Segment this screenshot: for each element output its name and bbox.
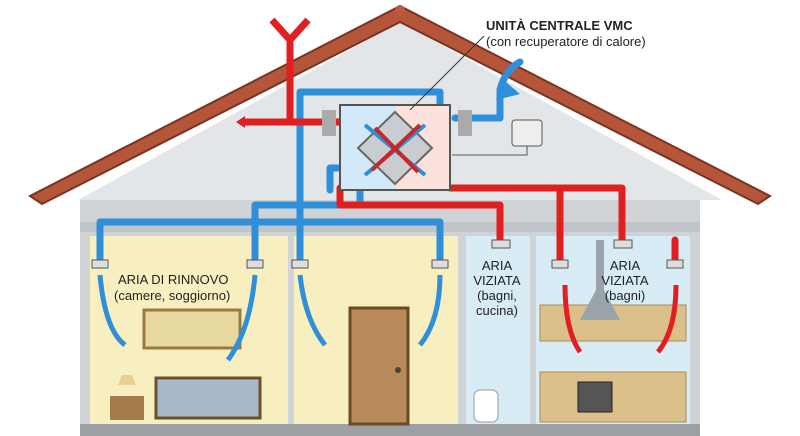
- vmc-unit: [339, 104, 451, 191]
- label-stale-bath-1: ARIA: [610, 258, 641, 273]
- ceiling-beam: [80, 222, 700, 232]
- label-stale-4: cucina): [476, 303, 518, 318]
- vents: [91, 239, 684, 269]
- kitchen-lower-cabinets: [539, 371, 687, 423]
- nightstand: [110, 396, 144, 420]
- bed: [154, 376, 262, 420]
- label-stale-1: ARIA: [482, 258, 513, 273]
- toilet: [473, 389, 499, 423]
- door-handle: [395, 367, 401, 373]
- fresh-air-ducts: [96, 58, 524, 266]
- label-stale-2: VIZIATA: [473, 273, 521, 288]
- thermostat-wire: [452, 146, 528, 156]
- label-stale-3: (bagni,: [477, 288, 517, 303]
- label-stale-bath-3: (bagni): [605, 288, 645, 303]
- label-fresh-air-2: (camere, soggiorno): [114, 288, 230, 303]
- range-hood: [580, 240, 620, 320]
- fan-right: [458, 110, 472, 136]
- exhaust-arrow-left: [236, 116, 245, 128]
- intake-arrow: [496, 82, 520, 100]
- air-flow-arrows: [97, 274, 679, 362]
- label-stale-bath-2: VIZIATA: [601, 273, 649, 288]
- label-fresh-air-1: ARIA DI RINNOVO: [118, 272, 229, 287]
- painting: [142, 308, 242, 350]
- thermostat: [511, 119, 543, 147]
- door: [348, 306, 410, 426]
- fan-left: [322, 110, 336, 136]
- title-main: UNITÀ CENTRALE VMC: [486, 18, 633, 33]
- leader-line: [409, 35, 485, 111]
- exhaust-outlet-arrows: [269, 17, 311, 43]
- title-sub: (con recuperatore di calore): [486, 34, 646, 49]
- lamp: [118, 375, 136, 385]
- floor: [80, 424, 700, 436]
- roof: [28, 4, 772, 206]
- oven: [577, 381, 613, 413]
- roof-finial: [395, 5, 405, 15]
